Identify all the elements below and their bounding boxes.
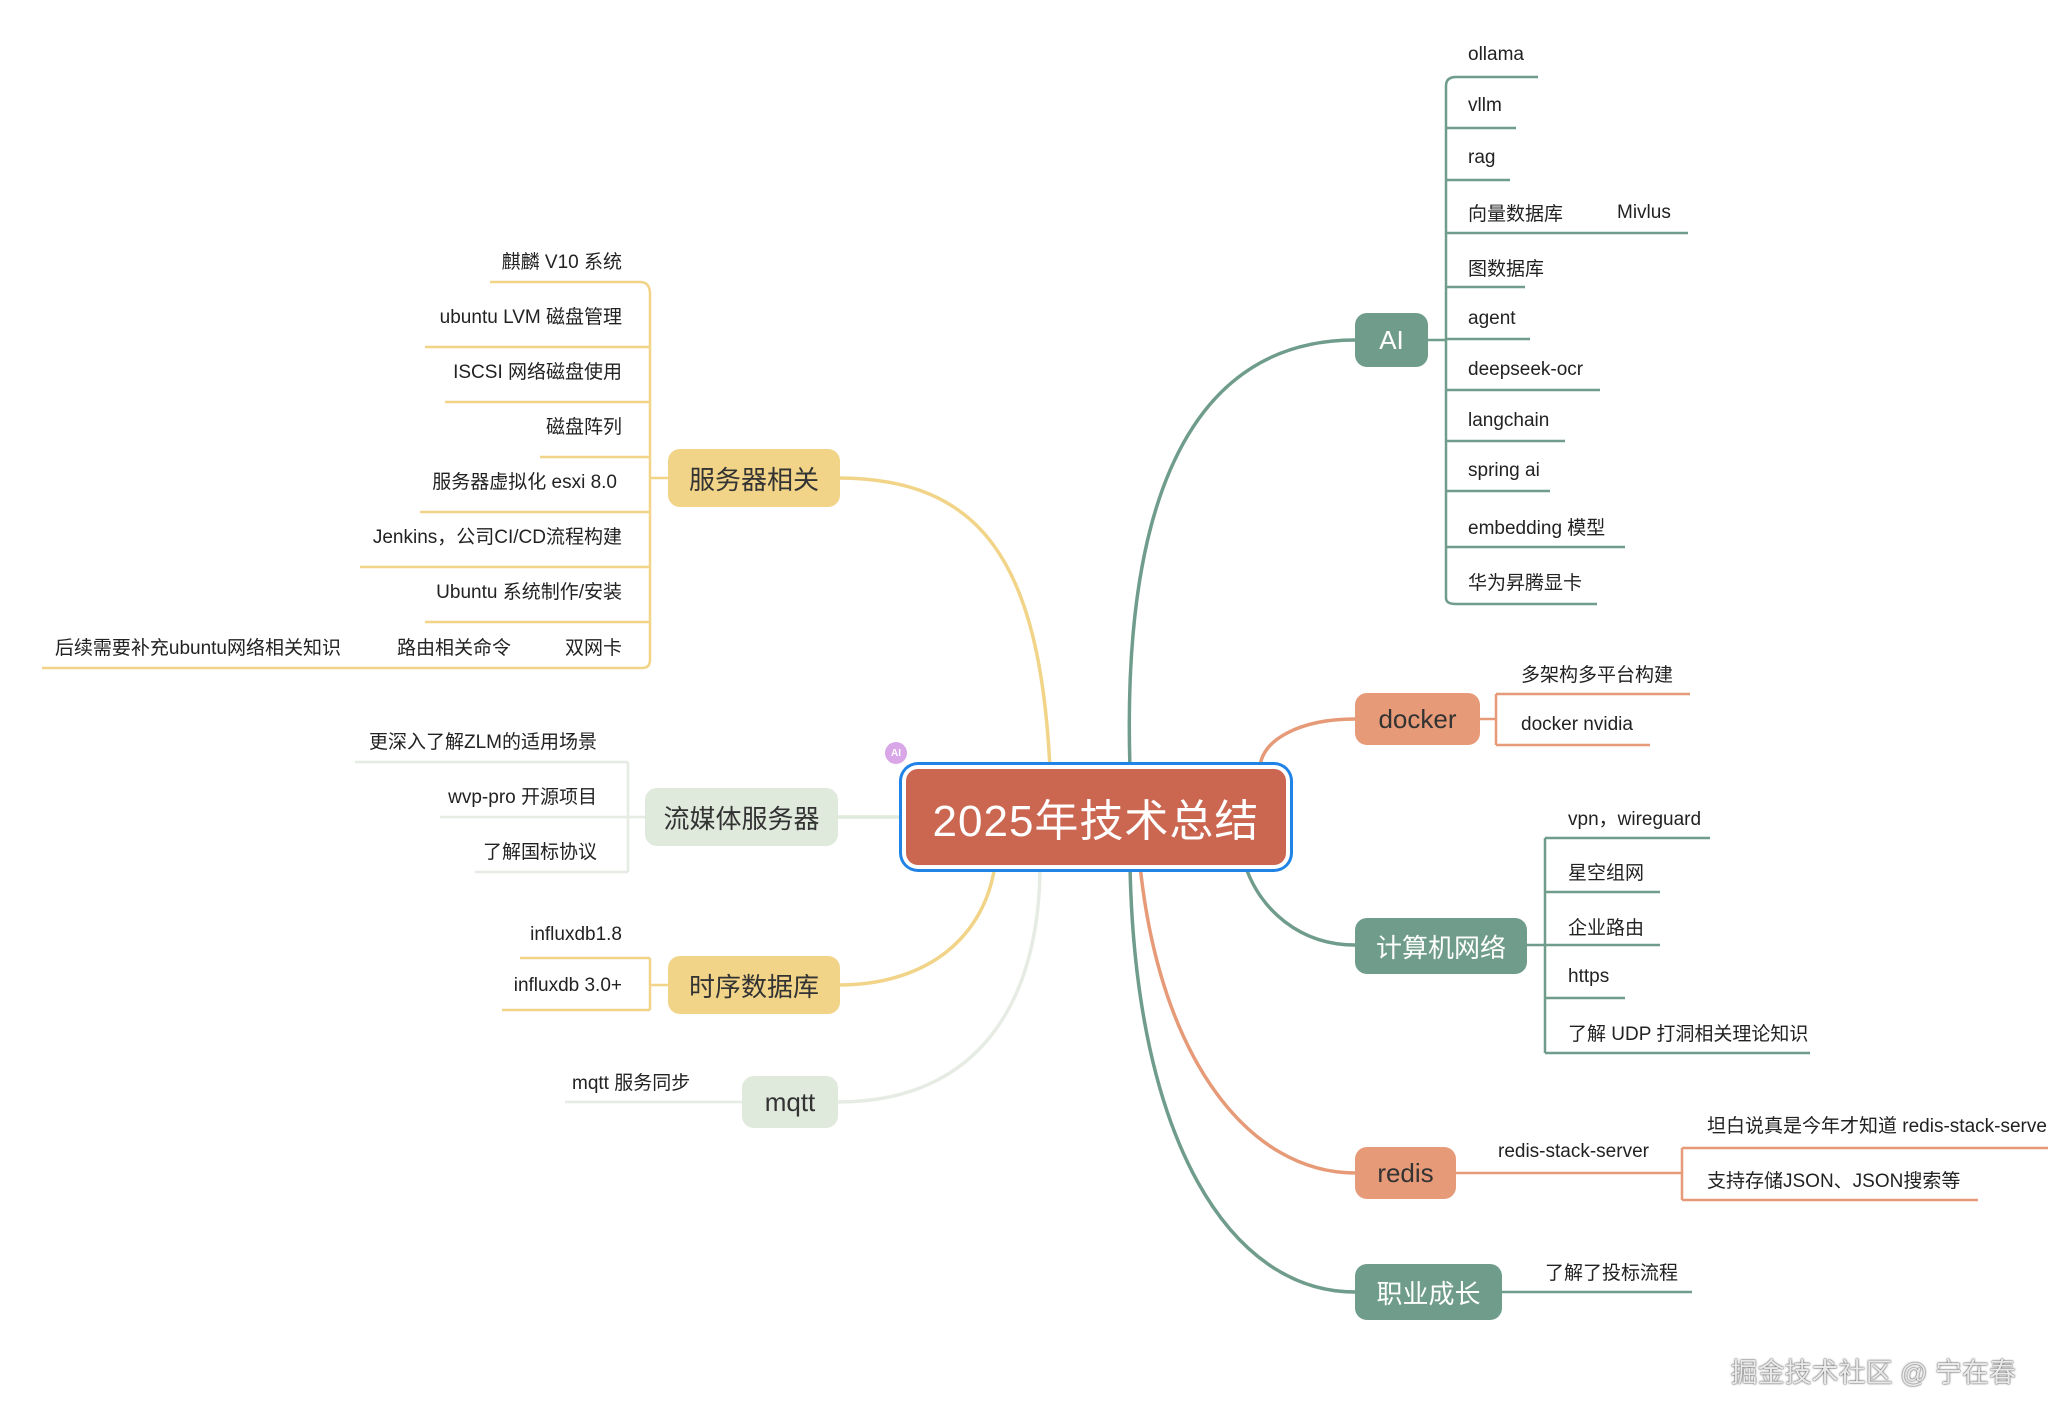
leaf-https[interactable]: https: [1568, 966, 1610, 987]
leaf-redis-learned-this-year[interactable]: 坦白说真是今年才知道 redis-stack-server: [1707, 1116, 2048, 1137]
leaf-ascend-gpu[interactable]: 华为昇腾显卡: [1468, 573, 1583, 594]
leaf-iscsi[interactable]: ISCSI 网络磁盘使用: [453, 362, 622, 383]
leaf-vllm[interactable]: vllm: [1468, 95, 1502, 116]
leaf-vpn-wireguard[interactable]: vpn，wireguard: [1568, 809, 1702, 830]
topic-network[interactable]: 计算机网络: [1355, 918, 1527, 974]
leaf-redis-json[interactable]: 支持存储JSON、JSON搜索等: [1707, 1171, 1961, 1192]
leaf-multi-arch-build[interactable]: 多架构多平台构建: [1521, 665, 1674, 686]
link-redis: [1138, 863, 1357, 1175]
leaf-embedding-model[interactable]: embedding 模型: [1468, 518, 1606, 539]
leaf-raid[interactable]: 磁盘阵列: [545, 417, 622, 438]
leaf-graph-db[interactable]: 图数据库: [1468, 259, 1545, 280]
leaf-milvus[interactable]: Mivlus: [1617, 202, 1671, 223]
leaf-ubuntu-lvm[interactable]: ubuntu LVM 磁盘管理: [439, 307, 622, 328]
central-topic[interactable]: 2025年技术总结: [906, 769, 1286, 865]
leaf-ollama[interactable]: ollama: [1468, 44, 1524, 65]
leaf-routing-commands[interactable]: 路由相关命令: [396, 638, 511, 659]
leaf-rag[interactable]: rag: [1468, 147, 1496, 168]
leaf-enterprise-routing[interactable]: 企业路由: [1568, 918, 1645, 939]
link-tsdb: [836, 863, 997, 987]
leaf-agent[interactable]: agent: [1468, 308, 1516, 329]
leaf-kylin-v10[interactable]: 麒麟 V10 系统: [501, 252, 622, 273]
leaf-docker-nvidia[interactable]: docker nvidia: [1521, 714, 1633, 735]
topic-docker[interactable]: docker: [1355, 693, 1480, 745]
leaf-langchain[interactable]: langchain: [1468, 410, 1550, 431]
leaf-starry-network[interactable]: 星空组网: [1568, 863, 1645, 884]
leaf-esxi[interactable]: 服务器虚拟化 esxi 8.0: [432, 472, 617, 493]
link-server: [836, 476, 1052, 771]
leaf-ubuntu-network-followup[interactable]: 后续需要补充ubuntu网络相关知识: [54, 638, 341, 659]
leaf-mqtt-sync[interactable]: mqtt 服务同步: [572, 1073, 691, 1094]
topic-server[interactable]: 服务器相关: [668, 449, 840, 507]
topic-media-server[interactable]: 流媒体服务器: [645, 788, 838, 846]
leaf-wvp-pro[interactable]: wvp-pro 开源项目: [448, 787, 597, 808]
watermark: 掘金技术社区 @ 宁在春: [1730, 1358, 2016, 1388]
leaf-vector-db[interactable]: 向量数据库: [1468, 204, 1564, 225]
leaf-zlm[interactable]: 更深入了解ZLM的适用场景: [368, 732, 597, 753]
leaf-deepseek-ocr[interactable]: deepseek-ocr: [1468, 359, 1584, 380]
link-career: [1128, 863, 1357, 1294]
link-docker: [1258, 717, 1357, 771]
link-network: [1243, 863, 1357, 947]
topic-redis[interactable]: redis: [1355, 1147, 1456, 1199]
leaf-gb-protocol[interactable]: 了解国标协议: [482, 842, 597, 863]
leaf-ubuntu-install[interactable]: Ubuntu 系统制作/安装: [436, 582, 622, 603]
topic-ai[interactable]: AI: [1355, 313, 1428, 367]
leaf-bidding-process[interactable]: 了解了投标流程: [1545, 1263, 1679, 1284]
topic-tsdb[interactable]: 时序数据库: [668, 956, 840, 1014]
leaf-jenkins[interactable]: Jenkins，公司CI/CD流程构建: [372, 527, 622, 548]
link-mqtt: [836, 863, 1042, 1104]
leaf-spring-ai[interactable]: spring ai: [1468, 460, 1540, 481]
topic-career[interactable]: 职业成长: [1355, 1264, 1502, 1320]
link-ai: [1127, 338, 1357, 771]
leaf-influxdb3[interactable]: influxdb 3.0+: [513, 975, 622, 996]
leaf-udp-hole-punching[interactable]: 了解 UDP 打洞相关理论知识: [1568, 1024, 1809, 1045]
ai-badge-icon[interactable]: AI: [885, 742, 907, 764]
topic-mqtt[interactable]: mqtt: [742, 1076, 838, 1128]
leaf-redis-stack-server[interactable]: redis-stack-server: [1498, 1141, 1649, 1162]
leaf-dual-nic[interactable]: 双网卡: [564, 638, 622, 659]
leaf-influxdb18[interactable]: influxdb1.8: [530, 924, 622, 945]
